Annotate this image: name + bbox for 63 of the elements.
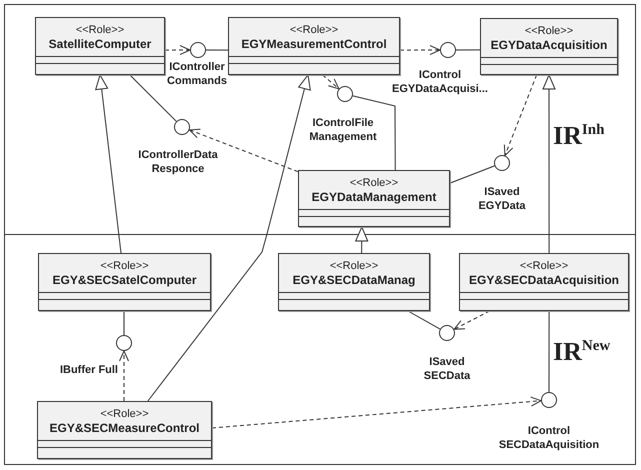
- interface-label: IControllerData Responce: [137, 148, 219, 176]
- class-name: EGY&SECDataManag: [292, 272, 416, 288]
- connector-line: [206, 50, 228, 51]
- connector-line: [450, 165, 495, 184]
- connector-line: [352, 95, 396, 170]
- class-box: [37, 401, 212, 459]
- class-box: [228, 17, 400, 75]
- interface-label: IControl EGYDataAcquisi...: [391, 68, 489, 96]
- dependency-arrow: [212, 396, 542, 428]
- interface-label: IControlFile Management: [308, 116, 378, 144]
- region-label: IR$^{New}$: [553, 339, 610, 365]
- stereotype-label: <<Role>>: [330, 258, 378, 272]
- generalization-arrow: [147, 74, 311, 402]
- interface-circle: [440, 42, 456, 58]
- class-box: [459, 253, 629, 311]
- interface-label: ISaved EGYData: [477, 185, 527, 213]
- generalization-arrow: [95, 74, 122, 254]
- dependency-arrow: [504, 74, 538, 156]
- dependency-arrow: [164, 45, 190, 56]
- class-box: [480, 18, 618, 75]
- interface-label: IBuffer Full: [58, 363, 118, 377]
- interface-circle: [494, 155, 510, 171]
- connector-line: [408, 310, 440, 330]
- stereotype-label: <<Role>>: [100, 406, 149, 420]
- class-name: EGYDataAcquisition: [490, 38, 608, 52]
- class-name: SatelliteComputer: [48, 36, 152, 52]
- class-box: [278, 253, 430, 311]
- dependency-arrow: [454, 310, 490, 330]
- stereotype-label: <<Role>>: [350, 176, 398, 190]
- generalization-arrow: [355, 226, 368, 254]
- interface-label: ISaved SECData: [422, 355, 472, 383]
- interface-label: IControl SECDataAquisition: [498, 424, 600, 452]
- interface-circle: [337, 86, 353, 102]
- region-panel: [4, 234, 636, 465]
- stereotype-label: <<Role>>: [524, 24, 574, 38]
- region-label: IR$^{Inh}$: [553, 123, 604, 149]
- stereotype-label: <<Role>>: [290, 22, 338, 36]
- interface-circle: [174, 119, 190, 135]
- connector-line: [456, 49, 480, 50]
- interface-label: IController Commands: [166, 60, 228, 88]
- class-name: EGY&SECMeasureControl: [49, 420, 200, 436]
- connector-line: [548, 310, 550, 392]
- dependency-arrow: [119, 350, 129, 402]
- connector-line: [129, 74, 177, 122]
- region-panel: [4, 4, 636, 235]
- dependency-arrow: [189, 128, 298, 172]
- class-name: EGY&SECDataAcquisition: [468, 272, 620, 288]
- interface-circle: [190, 42, 206, 58]
- class-box: [35, 17, 165, 75]
- class-box: [38, 253, 211, 311]
- class-box: [298, 170, 450, 227]
- class-name: EGYMeasurementControl: [241, 36, 387, 52]
- generalization-arrow: [542, 74, 556, 254]
- interface-circle: [541, 392, 557, 408]
- dependency-arrow: [322, 74, 340, 90]
- class-name: EGY&SECSatelComputer: [52, 272, 197, 288]
- stereotype-label: <<Role>>: [520, 258, 568, 272]
- dependency-arrow: [400, 45, 440, 56]
- stereotype-label: <<Role>>: [76, 22, 124, 36]
- stereotype-label: <<Role>>: [100, 258, 149, 272]
- interface-circle: [439, 325, 455, 341]
- class-name: EGYDataManagement: [312, 190, 436, 204]
- interface-circle: [116, 335, 132, 351]
